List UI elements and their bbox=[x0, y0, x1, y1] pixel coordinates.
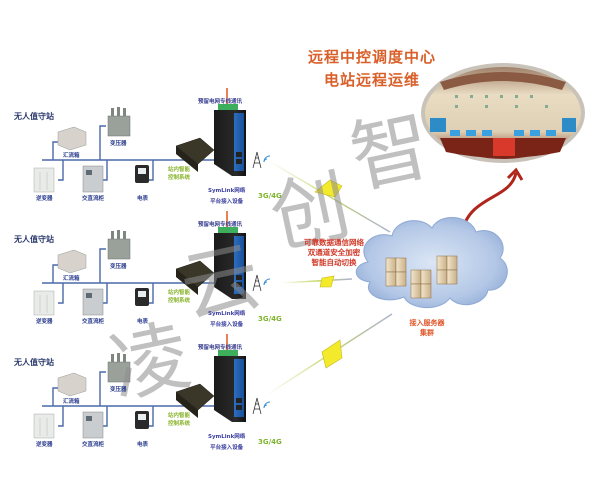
server-cluster-label: 接入服务器 集群 bbox=[392, 318, 462, 338]
controller-label-line1: 站内智能 bbox=[168, 290, 191, 296]
meter-label: 电表 bbox=[137, 319, 149, 325]
gateway-label-line1: SymLink网络 bbox=[208, 434, 246, 440]
controller-label: 站内智能 控制系统 bbox=[168, 166, 190, 182]
controller-label-line1: 站内智能 bbox=[168, 413, 191, 419]
inverter-label: 逆变器 bbox=[36, 442, 53, 448]
network-type-label: 3G/4G bbox=[258, 438, 282, 446]
reserved-line-label: 预留电网专线通讯 bbox=[198, 99, 243, 105]
server-racks bbox=[385, 255, 458, 299]
inverter-label: 逆变器 bbox=[36, 319, 53, 325]
gateway-label-line2: 平台接入设备 bbox=[210, 445, 244, 451]
meter-label: 电表 bbox=[137, 442, 149, 448]
transformer-label: 变压器 bbox=[110, 141, 127, 147]
inverter-label: 逆变器 bbox=[36, 196, 53, 202]
ac-dc-cabinet-label: 交直流柜 bbox=[82, 442, 105, 448]
reserved-line-label: 预留电网专线通讯 bbox=[198, 222, 243, 228]
combiner-box-label: 汇流箱 bbox=[63, 399, 80, 405]
controller-label-line2: 控制系统 bbox=[168, 175, 191, 181]
server-cluster-label-line2: 集群 bbox=[420, 329, 434, 337]
wireless-link-3 bbox=[264, 313, 393, 397]
combiner-box-label: 汇流箱 bbox=[63, 276, 80, 282]
transformer-label: 变压器 bbox=[110, 387, 127, 393]
title-line-1: 远程中控调度中心 bbox=[307, 48, 436, 66]
gateway-label: SymLink网络 平台接入设备 bbox=[208, 309, 245, 331]
gateway-label-line1: SymLink网络 bbox=[208, 188, 246, 194]
feature-reliable-network: 可靠数据通信网络 bbox=[304, 238, 364, 247]
gateway-label-line1: SymLink网络 bbox=[208, 311, 246, 317]
gateway-label-line2: 平台接入设备 bbox=[210, 322, 244, 328]
station-name: 无人值守站 bbox=[14, 112, 54, 121]
controller-label-line2: 控制系统 bbox=[168, 421, 191, 427]
controller-label: 站内智能 控制系统 bbox=[168, 289, 190, 305]
control-center-photo bbox=[421, 63, 585, 163]
combiner-box-label: 汇流箱 bbox=[63, 153, 80, 159]
ac-dc-cabinet-label: 交直流柜 bbox=[82, 196, 105, 202]
reserved-line-label: 预留电网专线通讯 bbox=[198, 345, 243, 351]
title-line-2: 电站远程运维 bbox=[323, 71, 420, 89]
gateway-label: SymLink网络 平台接入设备 bbox=[208, 432, 245, 454]
gateway-label: SymLink网络 平台接入设备 bbox=[208, 186, 245, 208]
ac-dc-cabinet-label: 交直流柜 bbox=[82, 319, 105, 325]
server-cluster-label-line1: 接入服务器 bbox=[409, 319, 445, 327]
wireless-link-1 bbox=[266, 159, 391, 233]
network-features: 可靠数据通信网络 双通道安全加密 智能自动切换 bbox=[284, 238, 384, 268]
meter-label: 电表 bbox=[137, 196, 149, 202]
station-name: 无人值守站 bbox=[14, 358, 54, 367]
feature-auto-switching: 智能自动切换 bbox=[311, 258, 357, 267]
transformer-label: 变压器 bbox=[110, 264, 127, 270]
controller-label-line2: 控制系统 bbox=[168, 298, 191, 304]
station-name: 无人值守站 bbox=[14, 235, 54, 244]
gateway-label-line2: 平台接入设备 bbox=[210, 199, 244, 205]
controller-label-line1: 站内智能 bbox=[168, 167, 191, 173]
station-graphic bbox=[33, 88, 271, 193]
wireless-link-2 bbox=[279, 275, 353, 288]
network-type-label: 3G/4G bbox=[258, 192, 282, 200]
network-type-label: 3G/4G bbox=[258, 315, 282, 323]
feature-dual-channel-encryption: 双通道安全加密 bbox=[307, 248, 361, 257]
controller-label: 站内智能 控制系统 bbox=[168, 412, 190, 428]
